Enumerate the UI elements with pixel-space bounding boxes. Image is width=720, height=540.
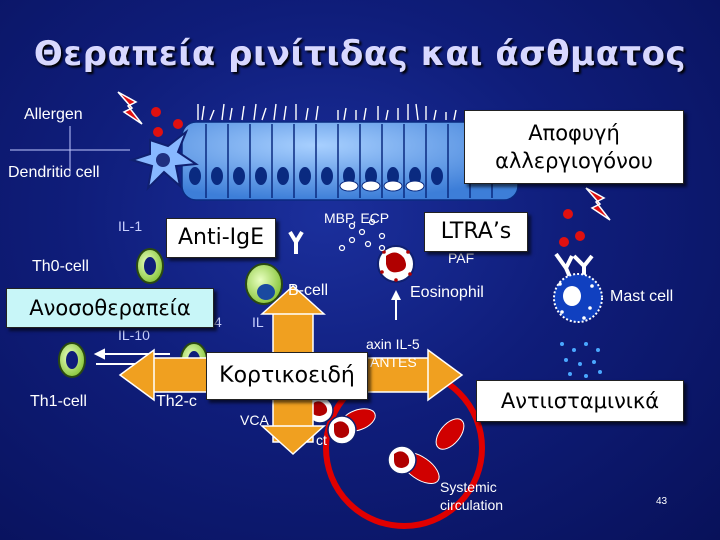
mast-cell (553, 273, 603, 323)
ltras-box: LTRA’s (424, 212, 528, 252)
allergen-lightning-icon (117, 91, 143, 125)
th0-cell (136, 248, 164, 284)
eosinophil-cell (377, 245, 415, 283)
th0-cell-label: Th0-cell (32, 258, 89, 275)
dendritic-cell (128, 128, 199, 191)
ige-antibody-icon (288, 230, 304, 254)
eosinophil-label: Eosinophil (410, 284, 484, 301)
immunotherapy-box: Ανοσοθεραπεία (6, 288, 214, 328)
dendritic-cell-label: Dendritic cell (8, 164, 100, 181)
systemic-circulation-label: Systemic circulation (440, 479, 504, 513)
mast-cell-label: Mast cell (610, 288, 674, 305)
vca-label: VCA (240, 412, 269, 428)
eotaxin-il5-label: axin IL-5 (366, 336, 420, 352)
paf-label: PAF (448, 250, 475, 266)
mast-cell-lightning-icon (585, 187, 611, 221)
th2-cell-label: Th2-c (156, 393, 197, 410)
allergen-avoidance-box: Αποφυγή αλλεργιογόνου (464, 110, 684, 184)
corticosteroids-box: Κορτικοειδή (206, 352, 368, 400)
il10-label: IL-10 (118, 327, 150, 343)
b-cell-label: B-cell (288, 282, 329, 299)
page-number: 43 (656, 496, 668, 507)
mbp-ecp-label: MBP, ECP (324, 210, 390, 226)
il4-fragment-label: 4 (214, 314, 222, 330)
il1-label: IL-1 (118, 218, 143, 234)
th1-cell-label: Th1-cell (30, 393, 87, 410)
ct-label: ct (316, 432, 327, 448)
allergen-label: Allergen (24, 106, 83, 123)
eosinophil-arrow (391, 290, 401, 320)
anti-ige-box: Anti-IgE (166, 218, 276, 258)
rantes-label: ANTES (370, 354, 417, 370)
red-blood-cells (340, 408, 465, 485)
slide-title: Θεραπεία ρινίτιδας και άσθματος (33, 34, 687, 74)
allergen-particles (151, 107, 585, 247)
dendritic-crosshair (10, 126, 130, 174)
il-fragment-label: IL (252, 314, 264, 330)
th1-cell (58, 342, 86, 378)
mediator-granules (338, 218, 386, 252)
b-cell (245, 263, 283, 305)
histamine-granules (560, 342, 602, 378)
antihistamines-box: Αντιισταμινικά (476, 380, 684, 422)
